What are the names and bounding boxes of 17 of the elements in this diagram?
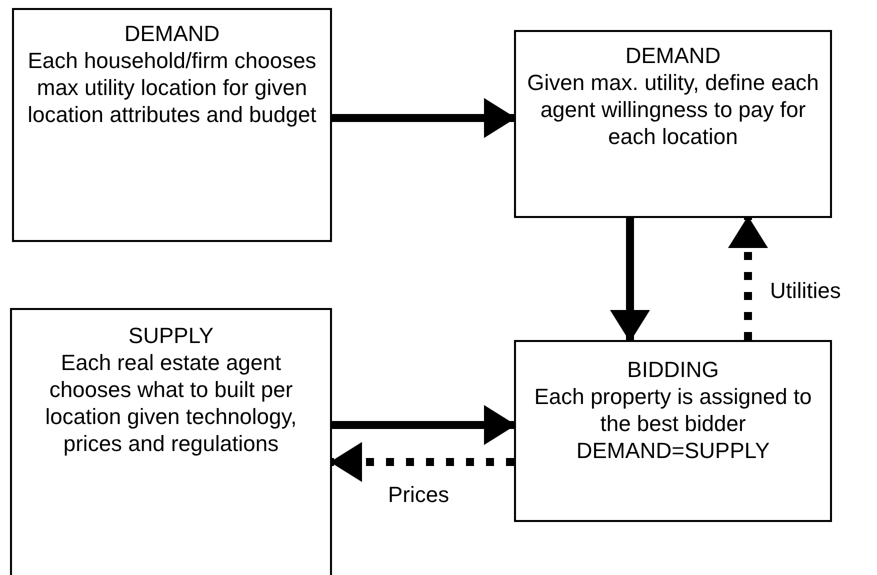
box-text: Each household/firm chooses max utility location for given location attributes and budget — [26, 47, 318, 128]
process-box — [514, 340, 832, 522]
process-box — [12, 8, 332, 242]
arrow — [728, 216, 768, 340]
box-heading: DEMAND — [124, 20, 220, 47]
arrow — [332, 98, 516, 138]
arrow — [332, 405, 516, 445]
arrow — [610, 218, 650, 342]
box-heading: BIDDING — [627, 356, 719, 383]
box-text: Each property is assigned to the best bidder DEMAND=SUPPLY — [533, 383, 813, 464]
box-heading: SUPPLY — [128, 322, 214, 349]
box-text: Each real estate agent chooses what to built per location given technology, prices and regulations — [44, 349, 298, 457]
process-box — [10, 308, 332, 575]
box-text: Given max. utility, define each agent willingness to pay for each location — [526, 69, 820, 150]
arrow — [330, 442, 514, 482]
box-heading: DEMAND — [625, 42, 721, 69]
process-box — [514, 30, 832, 218]
